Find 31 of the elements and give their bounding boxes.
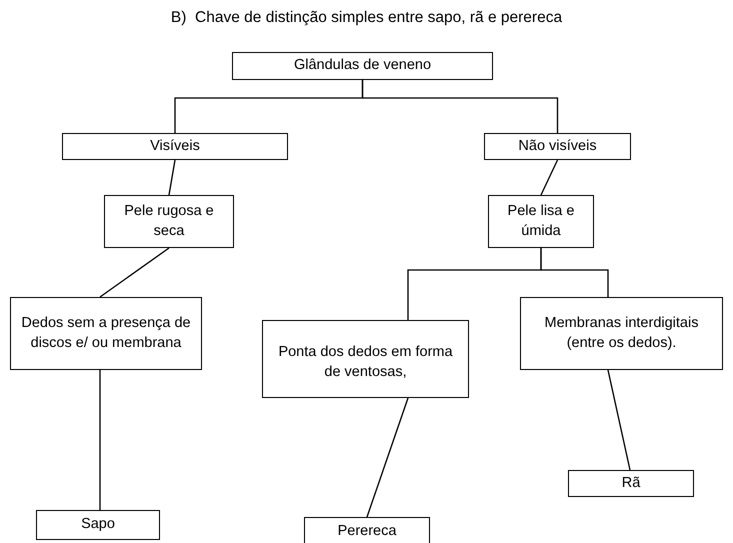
box-text: Não visíveis [518,136,597,156]
key-box [62,133,288,160]
connector-line [366,398,409,518]
connector-line [168,160,176,196]
key-box [488,195,594,248]
connector-line [540,248,609,297]
box-text: Ponta dos dedos em forma de ventosas, [277,343,454,382]
box-text: Sapo [81,515,115,534]
connector-line [100,247,170,298]
key-box [36,510,160,540]
connector-line [99,370,101,510]
box-text: Perereca [338,522,396,542]
box-text: Dedos sem a presença de discos e/ ou membrana [20,314,192,352]
key-box [484,133,631,160]
box-text: Glândulas de veneno [294,56,432,76]
key-box [520,297,723,370]
box-text: Rã [622,474,640,493]
key-box [262,320,469,398]
connector-line [540,160,558,196]
box-text: Pele lisa e úmida [506,202,576,240]
diagram-title: B) Chave de distinção simples entre sapo, rã e perereca [170,9,564,27]
box-text: Membranas interdigitais (entre os dedos). [544,314,700,352]
connector-line [607,370,631,470]
connector-line [362,80,558,133]
key-box [104,195,234,248]
key-box [10,297,202,370]
key-box [568,470,694,497]
box-text: Visíveis [150,136,200,156]
key-box [304,517,430,543]
box-text: Pele rugosa e seca [123,202,215,240]
key-box [232,52,493,80]
